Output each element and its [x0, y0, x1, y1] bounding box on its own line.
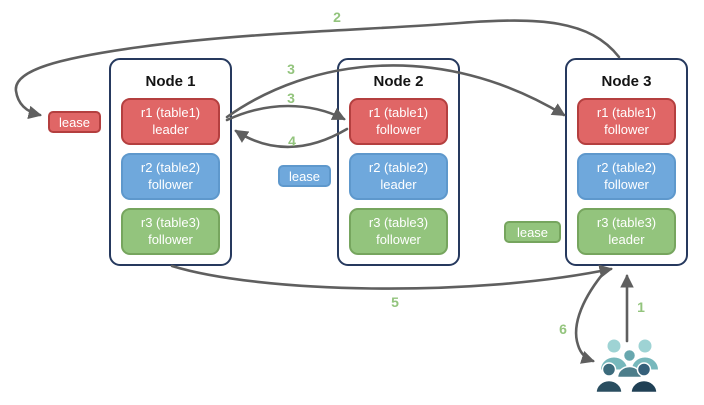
node2-replica-r1: r1 (table1) follower	[349, 98, 448, 145]
replica-name: r2 (table2)	[596, 160, 657, 176]
replica-role: follower	[148, 231, 193, 247]
node1-replica-r1: r1 (table1) leader	[121, 98, 220, 145]
replica-name: r1 (table1)	[140, 105, 201, 121]
arrow-step2-gateway-to-leaseholder	[14, 19, 621, 119]
users-group-icon	[595, 339, 658, 394]
node2-replica-r3: r3 (table3) follower	[349, 208, 448, 255]
replica-role: leader	[152, 121, 189, 137]
replica-name: r1 (table1)	[596, 105, 657, 121]
lease-tag-r3: lease	[504, 221, 561, 243]
node-1-box: Node 1 r1 (table1) leader r2 (table2) fo…	[109, 58, 232, 266]
replica-name: r3 (table3)	[140, 215, 201, 231]
person-head	[638, 339, 652, 353]
replica-role: follower	[148, 176, 193, 192]
replica-name: r2 (table2)	[368, 160, 429, 176]
node-2-title: Node 2	[373, 73, 424, 90]
person-head	[601, 362, 617, 377]
node-3-title: Node 3	[601, 73, 652, 90]
replica-role: leader	[608, 231, 645, 247]
step-label-3b: 3	[287, 90, 295, 106]
step-label-2: 2	[333, 9, 341, 25]
node2-replica-r2: r2 (table2) leader	[349, 153, 448, 200]
person-body	[595, 379, 623, 394]
node3-replica-r3: r3 (table3) leader	[577, 208, 676, 255]
step-label-4: 4	[288, 133, 296, 149]
replica-role: follower	[376, 121, 421, 137]
lease-tag-r1: lease	[48, 111, 101, 133]
replica-name: r1 (table1)	[368, 105, 429, 121]
node-1-title: Node 1	[145, 73, 196, 90]
replica-role: follower	[376, 231, 421, 247]
replica-name: r2 (table2)	[140, 160, 201, 176]
node-3-box: Node 3 r1 (table1) follower r2 (table2) …	[565, 58, 688, 266]
replica-role: follower	[604, 121, 649, 137]
step-label-3a: 3	[287, 61, 295, 77]
person-head	[607, 339, 621, 353]
replica-role: leader	[380, 176, 417, 192]
node3-replica-r1: r1 (table1) follower	[577, 98, 676, 145]
person-head	[636, 362, 652, 377]
replica-name: r3 (table3)	[596, 215, 657, 231]
arrow-step5-leader-to-gateway	[170, 264, 613, 290]
step-label-5: 5	[391, 294, 399, 310]
person-head	[622, 348, 637, 363]
replica-name: r3 (table3)	[368, 215, 429, 231]
node1-replica-r3: r3 (table3) follower	[121, 208, 220, 255]
replica-role: follower	[604, 176, 649, 192]
person-body	[630, 379, 658, 394]
step-label-1: 1	[637, 299, 645, 315]
node1-replica-r2: r2 (table2) follower	[121, 153, 220, 200]
step-label-6: 6	[559, 321, 567, 337]
arrow-step3-leader-to-node2	[225, 104, 346, 122]
node3-replica-r2: r2 (table2) follower	[577, 153, 676, 200]
lease-tag-r2: lease	[278, 165, 331, 187]
node-2-box: Node 2 r1 (table1) follower r2 (table2) …	[337, 58, 460, 266]
